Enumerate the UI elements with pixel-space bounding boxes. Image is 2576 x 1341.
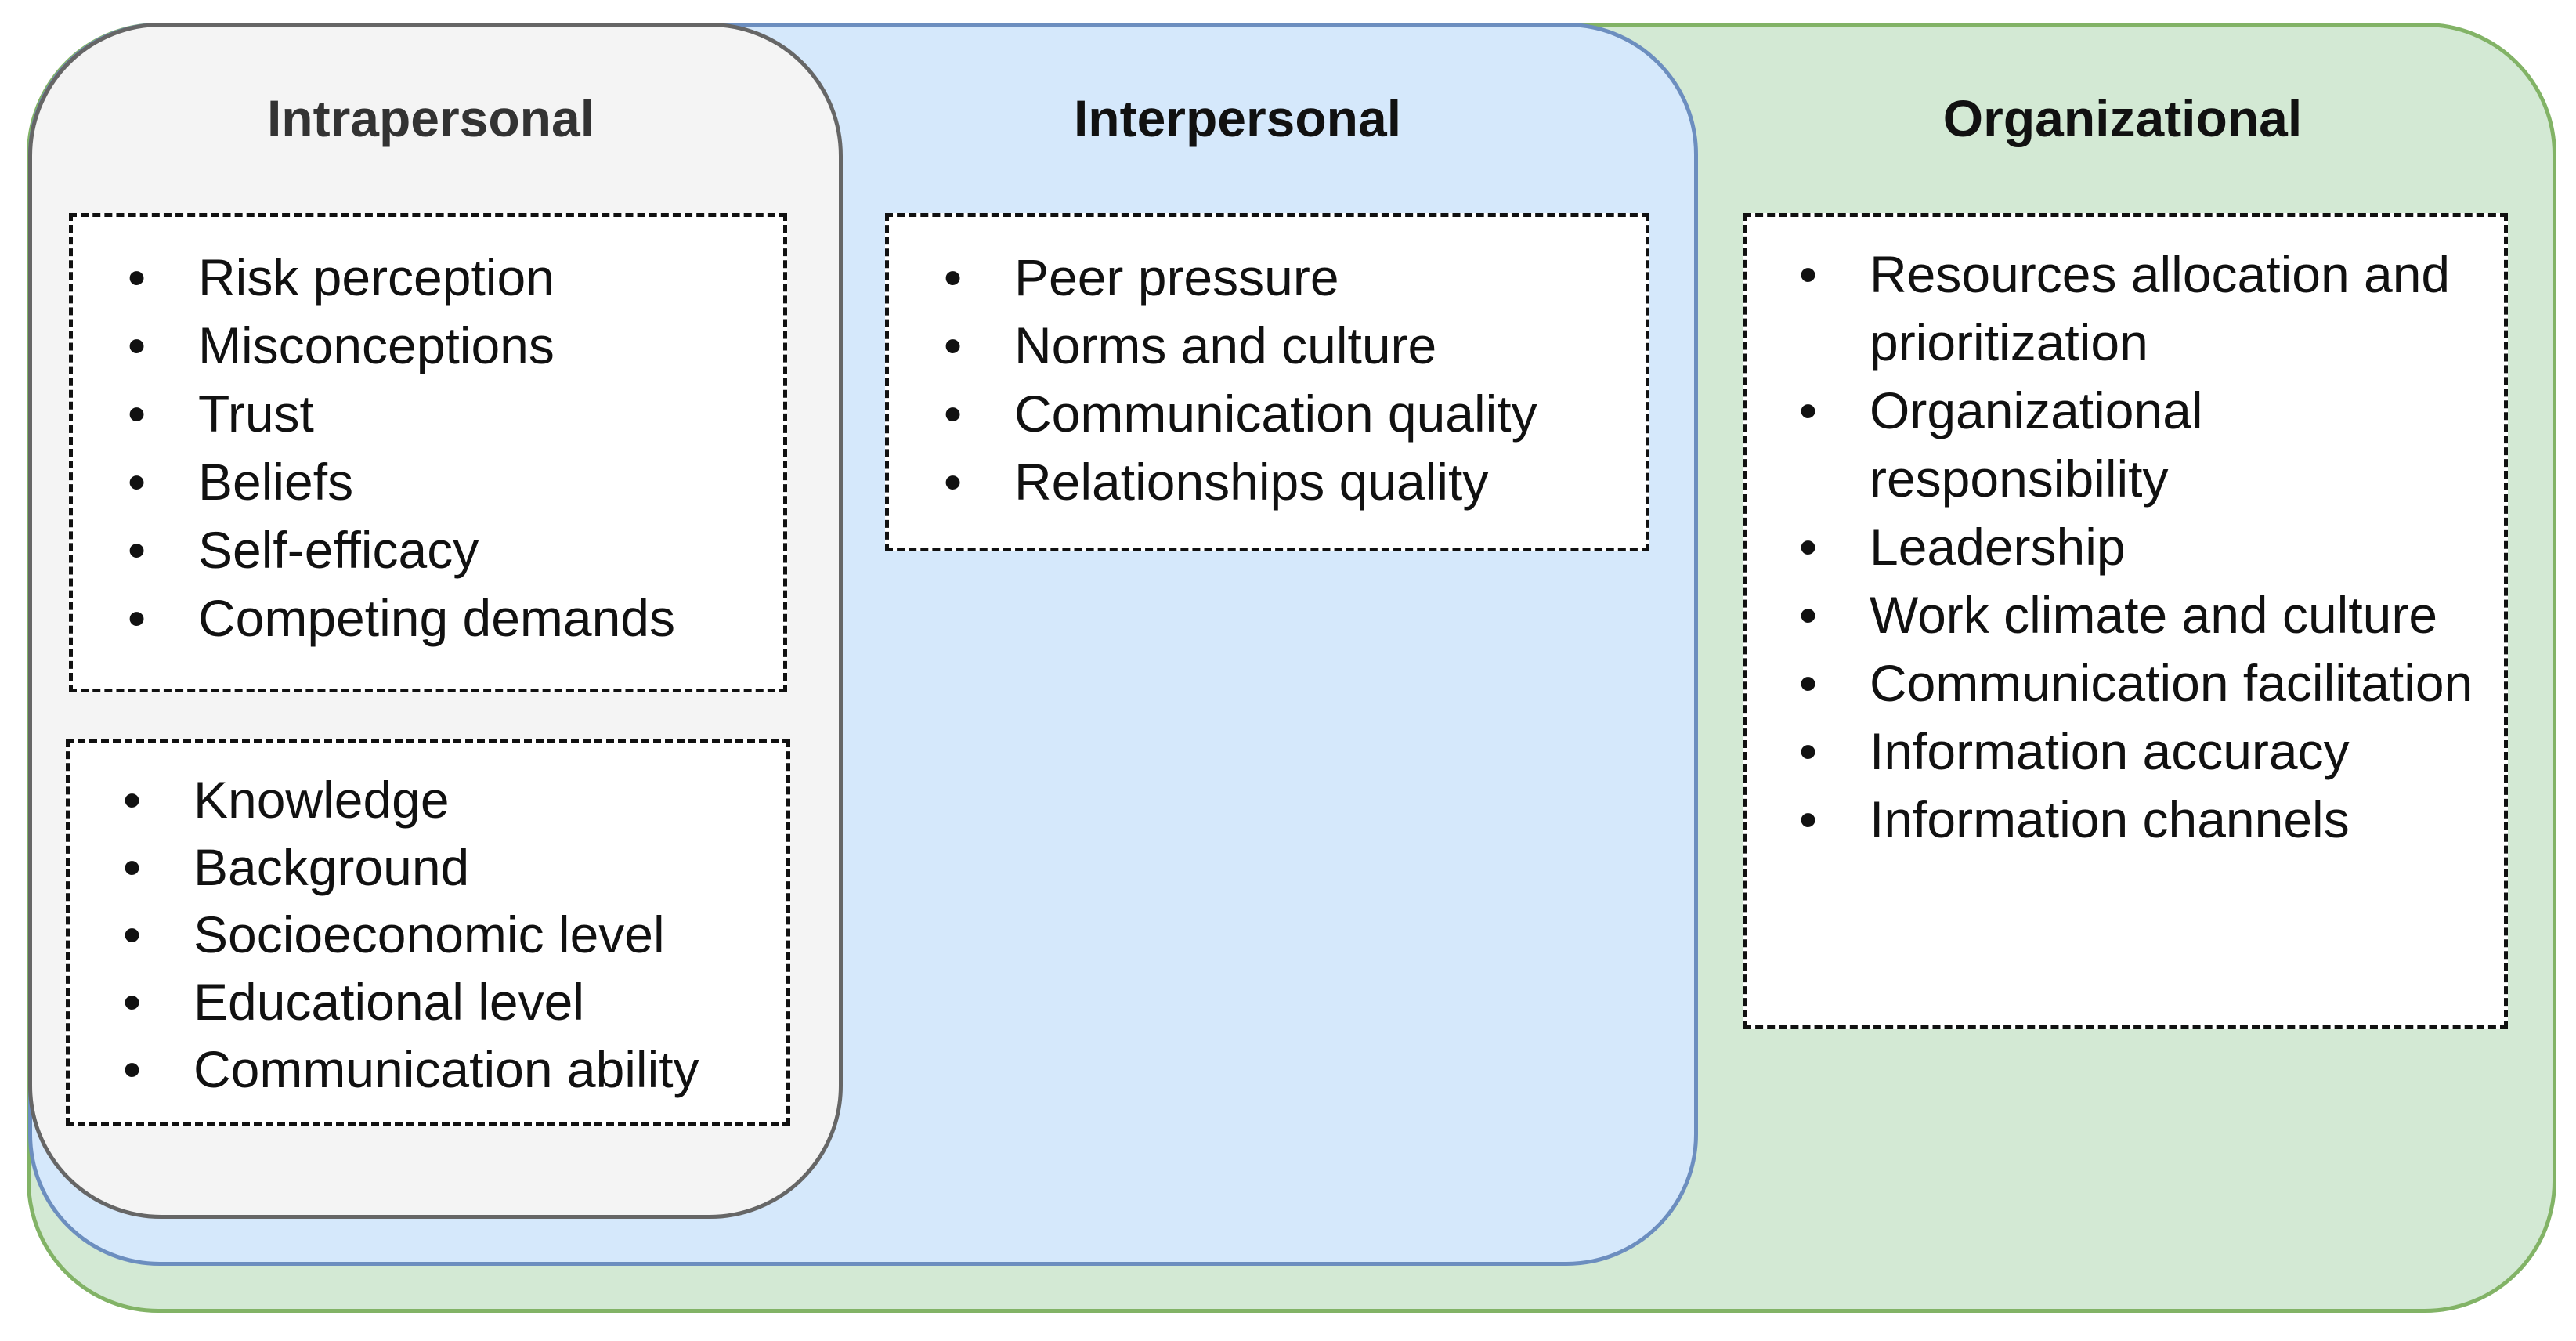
factor-label: Beliefs: [198, 453, 354, 511]
list-item: • Peer pressure: [944, 244, 1537, 312]
bullet-icon: •: [1799, 586, 1818, 644]
list-item: • Educational level: [123, 968, 699, 1036]
list-item: • Information accuracy: [1799, 717, 2496, 786]
list-item: • Information channels: [1799, 786, 2496, 854]
bullet-icon: •: [1799, 790, 1818, 848]
intrapersonal-factors-list-2: • Knowledge • Background • Socioeconomic le…: [123, 766, 699, 1103]
bullet-icon: •: [128, 521, 146, 579]
list-item: • Resources allocation and prioritization: [1799, 240, 2496, 377]
factor-label: Competing demands: [198, 589, 676, 647]
factor-label: Socioeconomic level: [193, 905, 665, 963]
list-item: • Beliefs: [128, 448, 675, 516]
factor-label: Self-efficacy: [198, 521, 479, 579]
factor-label: Risk perception: [198, 248, 555, 306]
list-item: • Risk perception: [128, 244, 675, 312]
factor-label: Information channels: [1870, 790, 2350, 848]
factor-label: Background: [193, 838, 470, 896]
bullet-icon: •: [1799, 245, 1818, 303]
bullet-icon: •: [1799, 722, 1818, 780]
list-item: • Work climate and culture: [1799, 581, 2496, 649]
list-item: • Socioeconomic level: [123, 901, 699, 968]
list-item: • Knowledge: [123, 766, 699, 833]
organizational-factors-list: • Resources allocation and prioritization…: [1799, 240, 2496, 854]
list-item: • Communication facilitation: [1799, 649, 2496, 717]
bullet-icon: •: [123, 1040, 142, 1098]
list-item: • Self-efficacy: [128, 516, 675, 584]
list-item: • Misconceptions: [128, 312, 675, 380]
bullet-icon: •: [128, 589, 146, 647]
bullet-icon: •: [1799, 381, 1818, 439]
list-item: • Communication ability: [123, 1036, 699, 1103]
factor-label: Work climate and culture: [1870, 586, 2438, 644]
factor-label: Relationships quality: [1014, 453, 1489, 511]
intrapersonal-heading: Intrapersonal: [266, 89, 595, 147]
list-item: • Trust: [128, 380, 675, 448]
factor-label: Communication ability: [193, 1040, 699, 1098]
interpersonal-factors-list: • Peer pressure • Norms and culture • Commu…: [944, 244, 1537, 516]
bullet-icon: •: [123, 771, 142, 829]
interpersonal-heading: Interpersonal: [1073, 89, 1402, 147]
bullet-icon: •: [944, 385, 963, 443]
bullet-icon: •: [944, 453, 963, 511]
factor-label: Trust: [198, 385, 314, 443]
bullet-icon: •: [123, 905, 142, 963]
factor-label: Misconceptions: [198, 316, 555, 374]
factor-label: Resources allocation and prioritization: [1870, 245, 2451, 371]
intrapersonal-factors-box-2: • Knowledge • Background • Socioeconomic le…: [66, 739, 790, 1126]
organizational-heading: Organizational: [1942, 89, 2303, 147]
list-item: • Leadership: [1799, 513, 2496, 581]
list-item: • Communication quality: [944, 380, 1537, 448]
bullet-icon: •: [1799, 518, 1818, 576]
bullet-icon: •: [944, 248, 963, 306]
list-item: • Competing demands: [128, 584, 676, 652]
intrapersonal-factors-list-1: •Risk perception •Misconceptions •Trust …: [128, 244, 676, 652]
bullet-icon: •: [944, 316, 963, 374]
interpersonal-factors-box: • Peer pressure • Norms and culture • Commu…: [885, 213, 1649, 551]
list-item: • Norms and culture: [944, 312, 1537, 380]
factor-label: Educational level: [193, 973, 584, 1031]
factor-label: Knowledge: [193, 771, 450, 829]
factor-label: Information accuracy: [1870, 722, 2350, 780]
list-item: • Organizational responsibility: [1799, 377, 2496, 513]
intrapersonal-factors-box-1: •Risk perception •Misconceptions •Trust …: [69, 213, 787, 692]
factor-label: Organizational responsibility: [1870, 381, 2203, 508]
bullet-icon: •: [128, 453, 146, 511]
factor-label: Norms and culture: [1014, 316, 1437, 374]
organizational-factors-box: • Resources allocation and prioritization…: [1743, 213, 2508, 1029]
bullet-icon: •: [123, 973, 142, 1031]
list-item: • Background: [123, 833, 699, 901]
factor-label: Leadership: [1870, 518, 2126, 576]
factor-label: Communication quality: [1014, 385, 1537, 443]
factor-label: Peer pressure: [1014, 248, 1339, 306]
bullet-icon: •: [123, 838, 142, 896]
factor-label: Communication facilitation: [1870, 654, 2473, 712]
bullet-icon: •: [128, 248, 146, 306]
bullet-icon: •: [128, 385, 146, 443]
bullet-icon: •: [1799, 654, 1818, 712]
list-item: • Relationships quality: [944, 448, 1537, 516]
bullet-icon: •: [128, 316, 146, 374]
